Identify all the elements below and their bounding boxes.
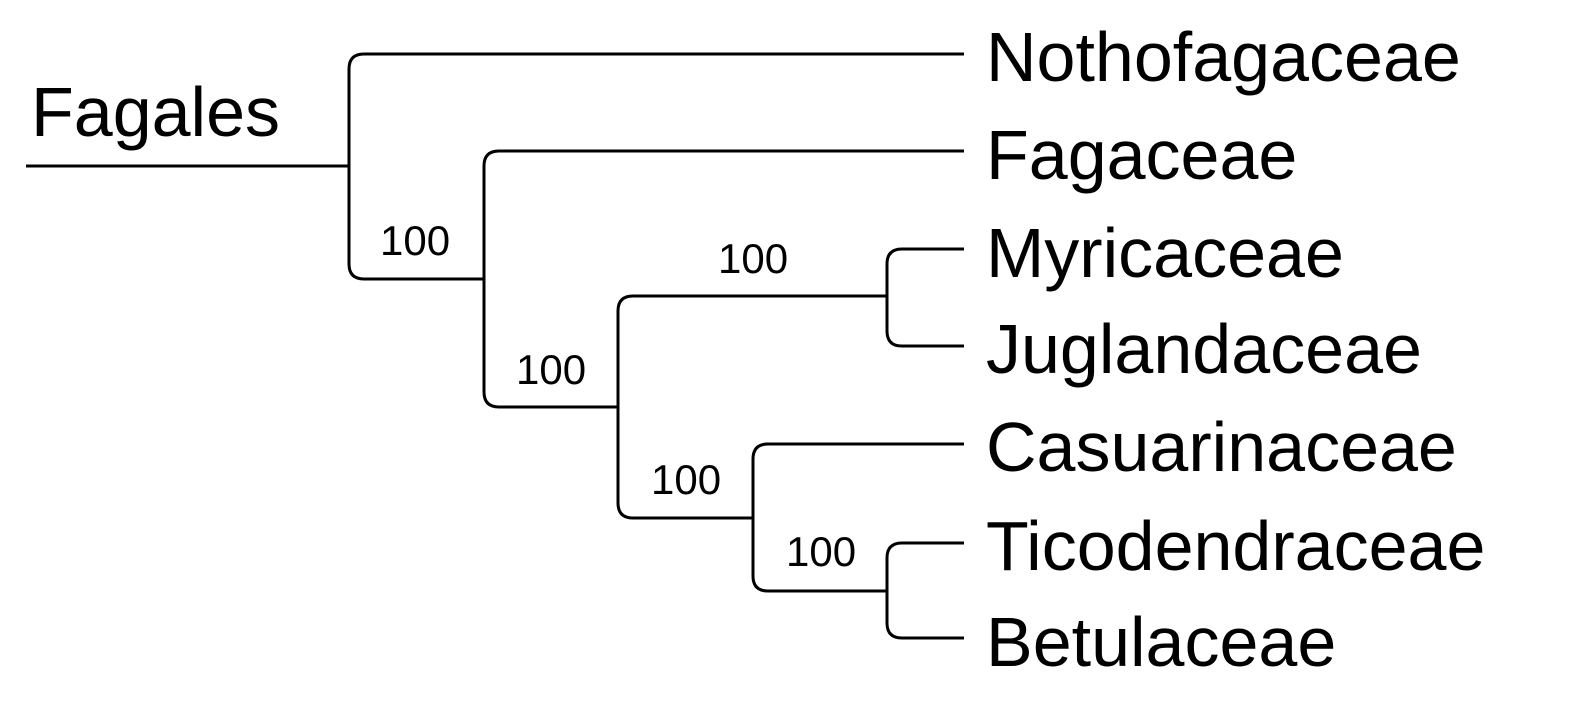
clade-label: Fagales bbox=[31, 73, 280, 151]
support-value: 100 bbox=[786, 528, 856, 575]
support-value: 100 bbox=[380, 217, 450, 264]
support-value: 100 bbox=[516, 346, 586, 393]
taxon-label-nothofagaceae: Nothofagaceae bbox=[986, 18, 1461, 96]
taxon-label-juglandaceae: Juglandaceae bbox=[986, 310, 1422, 388]
node-b-vertical bbox=[482, 149, 500, 409]
taxon-label-betulaceae: Betulaceae bbox=[986, 603, 1336, 681]
support-value: 100 bbox=[651, 456, 721, 503]
taxon-label-casuarinaceae: Casuarinaceae bbox=[986, 408, 1457, 486]
taxon-label-myricaceae: Myricaceae bbox=[986, 214, 1344, 292]
node-d-vertical bbox=[885, 247, 903, 348]
taxon-label-fagaceae: Fagaceae bbox=[986, 116, 1297, 194]
node-f-vertical bbox=[885, 541, 903, 640]
node-root-vertical bbox=[347, 52, 365, 281]
node-c-vertical bbox=[616, 294, 634, 520]
taxon-label-ticodendraceae: Ticodendraceae bbox=[986, 507, 1485, 585]
node-e-vertical bbox=[751, 442, 769, 593]
support-value: 100 bbox=[718, 235, 788, 282]
